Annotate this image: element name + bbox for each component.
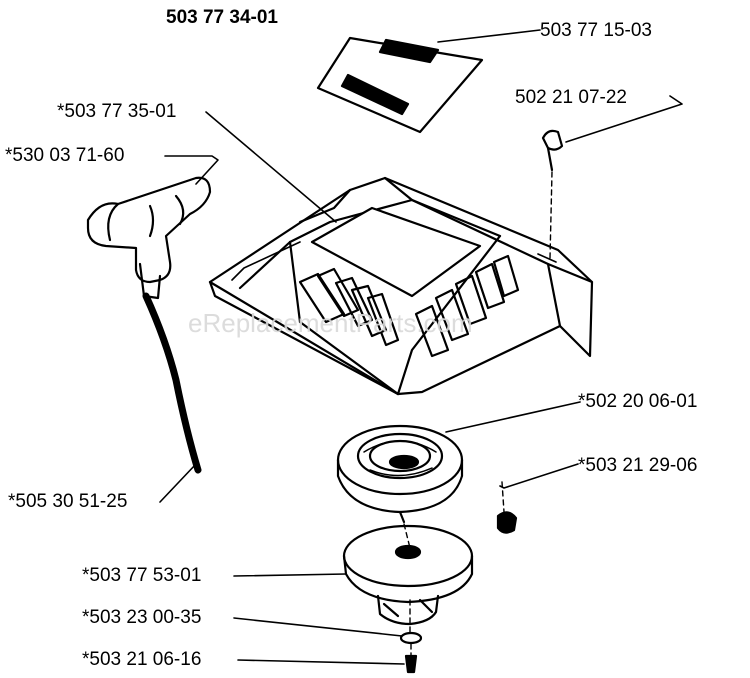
starter-pawl-drawing [342,524,474,626]
starter-cover-drawing [208,176,594,396]
label-cover: *503 77 35-01 [57,101,177,122]
washer-drawing [399,631,423,645]
label-screw-side: *503 21 29-06 [578,455,698,476]
starter-handle-drawing [86,176,212,300]
watermark-text: eReplacementParts.com [188,308,473,338]
bottom-screw-drawing [404,654,418,674]
top-screw-drawing [541,129,564,172]
side-screw-drawing [496,511,518,534]
label-starter-pawl: *503 77 53-01 [82,565,202,586]
label-washer: *503 23 00-35 [82,607,202,628]
pulley-drawing [336,424,464,524]
label-handle: *530 03 71-60 [5,145,125,166]
rope-drawing [142,292,202,474]
label-pulley: *502 20 06-01 [578,391,698,412]
label-decal: 503 77 15-03 [540,20,652,41]
assembly-number: 503 77 34-01 [166,7,278,28]
label-rope: *505 30 51-25 [8,491,128,512]
decal-drawing [316,36,484,134]
label-bottom-screw: *503 21 06-16 [82,649,202,670]
label-screw-top: 502 21 07-22 [515,87,627,108]
